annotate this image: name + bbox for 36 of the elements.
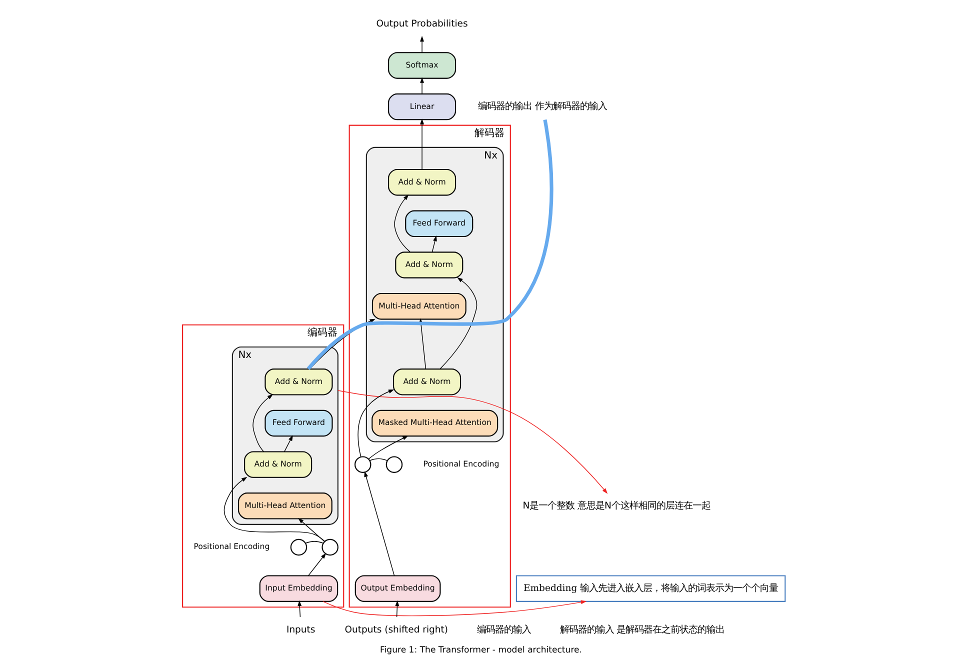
- node-label: Nx: [238, 350, 252, 361]
- arrow: [322, 600, 587, 616]
- arrow: [308, 553, 326, 576]
- node-box: Embedding 输入先进入嵌入层，将输入的词表示为一个个向量: [516, 575, 786, 602]
- node-text: N是一个整数 意思是N个这样相同的层连在一起: [522, 500, 710, 512]
- connector: [305, 541, 324, 544]
- node-text: 编码器的输出 作为解码器的输入: [478, 101, 607, 112]
- node-circle: [386, 456, 403, 473]
- arrow: [364, 471, 395, 576]
- arrow: [224, 476, 326, 542]
- arrow: [252, 394, 274, 452]
- node-circle: [290, 538, 308, 556]
- arrow: [358, 389, 394, 458]
- node-label: Nx: [484, 150, 498, 162]
- label: 编码器的输入: [476, 624, 531, 636]
- arrow: [298, 600, 302, 618]
- caption: Figure 1: The Transformer - model architecture.: [380, 645, 582, 656]
- node-text: Inputs: [286, 624, 316, 636]
- arrow: [284, 435, 293, 452]
- node-circle: [354, 456, 372, 473]
- node-circle: [322, 538, 338, 556]
- arrow: [394, 194, 410, 252]
- node-text: Output Probabilities: [376, 18, 468, 30]
- arrow: [298, 518, 325, 542]
- cluster: [366, 146, 504, 442]
- node-text: Outputs (shifted right): [344, 624, 448, 636]
- label: 解码器的输入 是解码器在之前状态的输出: [560, 624, 725, 636]
- arrow: [368, 436, 408, 460]
- connector: [369, 458, 388, 461]
- arrow: [420, 77, 424, 94]
- arrow: [432, 235, 437, 252]
- arrow: [440, 277, 478, 370]
- arrow: [395, 600, 400, 618]
- arrow: [420, 36, 424, 53]
- arrow: [338, 390, 608, 494]
- arrow: [420, 118, 424, 170]
